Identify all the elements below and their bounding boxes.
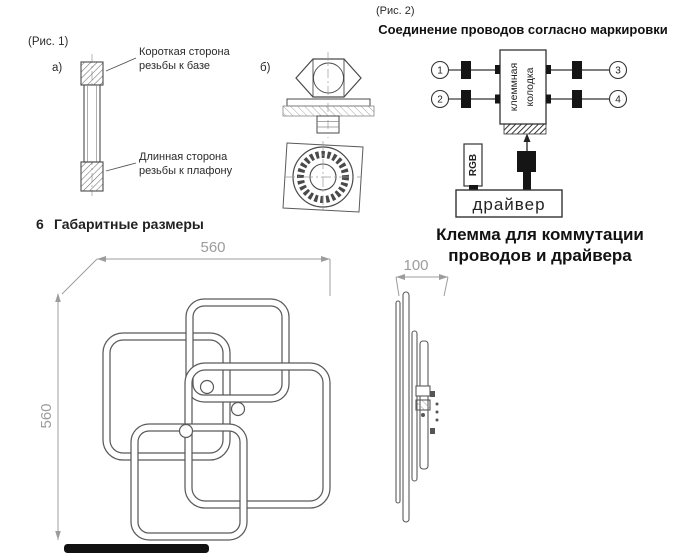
wiring-diagram: 1 2 3 4 клеммная колодка RG xyxy=(430,49,628,218)
wire-number-4: 4 xyxy=(615,95,621,106)
wire-number-2: 2 xyxy=(437,95,443,106)
led-ball-2 xyxy=(230,401,246,417)
leader-line-long xyxy=(105,162,137,172)
fig1-marker-a: а) xyxy=(52,62,62,74)
dimension-height xyxy=(55,293,61,540)
threaded-rod-drawing xyxy=(80,54,137,196)
leader-line-short xyxy=(105,57,137,72)
dimension-depth xyxy=(395,274,449,297)
led-ball-3 xyxy=(178,423,194,439)
fig2-caption-line1: Клемма для коммутации xyxy=(436,225,644,244)
wire-circle-4 xyxy=(608,89,628,109)
wire-connector-1 xyxy=(461,61,471,79)
driver-label: драйвер xyxy=(472,195,545,214)
rgb-connector xyxy=(469,185,478,191)
wire-circle-3 xyxy=(608,60,628,80)
side-ring-profile-2 xyxy=(402,291,410,523)
rod-body xyxy=(83,84,101,163)
up-arrow-head xyxy=(523,133,531,142)
fig1-marker-b: б) xyxy=(260,62,271,74)
note-long-line1: Длинная сторона xyxy=(139,151,228,163)
note-short-line1: Короткая сторона xyxy=(139,46,231,58)
fig2-label: (Рис. 2) xyxy=(376,5,415,17)
chandelier-side-view xyxy=(395,291,439,523)
fig2-title: Соединение проводов согласно маркировки xyxy=(378,22,668,37)
terminal-block-label-line2: колодка xyxy=(524,67,536,106)
fig2-caption-line2: проводов и драйвера xyxy=(448,246,632,265)
wire-number-1: 1 xyxy=(437,66,443,77)
side-ring-profile-1 xyxy=(395,300,401,504)
footer-bar xyxy=(64,544,209,553)
square-ring-top xyxy=(185,298,290,403)
wire-connector-3 xyxy=(572,61,582,79)
lock-washer-drawing xyxy=(282,141,364,213)
wire-number-3: 3 xyxy=(615,66,621,77)
panel-section xyxy=(282,105,375,117)
nut-assembly-drawing xyxy=(282,52,375,138)
mounting-bar xyxy=(503,123,547,135)
hex-nut xyxy=(295,58,362,98)
section6-title: Габаритные размеры xyxy=(54,216,204,232)
driver-box xyxy=(455,189,563,218)
nut-chamfer-circle xyxy=(313,62,344,94)
wire-connector-2 xyxy=(461,90,471,108)
section6-number: 6 xyxy=(36,216,44,232)
dim-height-value: 560 xyxy=(38,403,55,428)
rod-short-thread xyxy=(80,61,104,86)
flat-washer xyxy=(286,98,371,107)
terminal-block xyxy=(499,49,547,125)
square-ring-right xyxy=(184,362,331,509)
chandelier-top-view xyxy=(102,298,331,541)
terminal-block-label-line1: клеммная xyxy=(508,63,520,111)
square-ring-left xyxy=(102,332,231,461)
square-ring-bottom xyxy=(130,423,248,541)
dim-width-value: 560 xyxy=(200,239,225,256)
dim-depth-value: 100 xyxy=(403,257,428,274)
wire-connector-4 xyxy=(572,90,582,108)
rgb-label: RGB xyxy=(468,154,479,176)
led-ball-1 xyxy=(199,379,215,395)
dimension-width xyxy=(61,256,331,296)
fig1-label: (Рис. 1) xyxy=(28,36,68,48)
rod-long-thread xyxy=(80,161,104,192)
note-short-line2: резьбы к базе xyxy=(139,60,210,72)
ceiling-mount-box xyxy=(415,385,431,397)
note-long-line2: резьбы к плафону xyxy=(139,165,233,177)
driver-connector xyxy=(517,151,536,172)
ceiling-mount-plate xyxy=(415,399,431,411)
